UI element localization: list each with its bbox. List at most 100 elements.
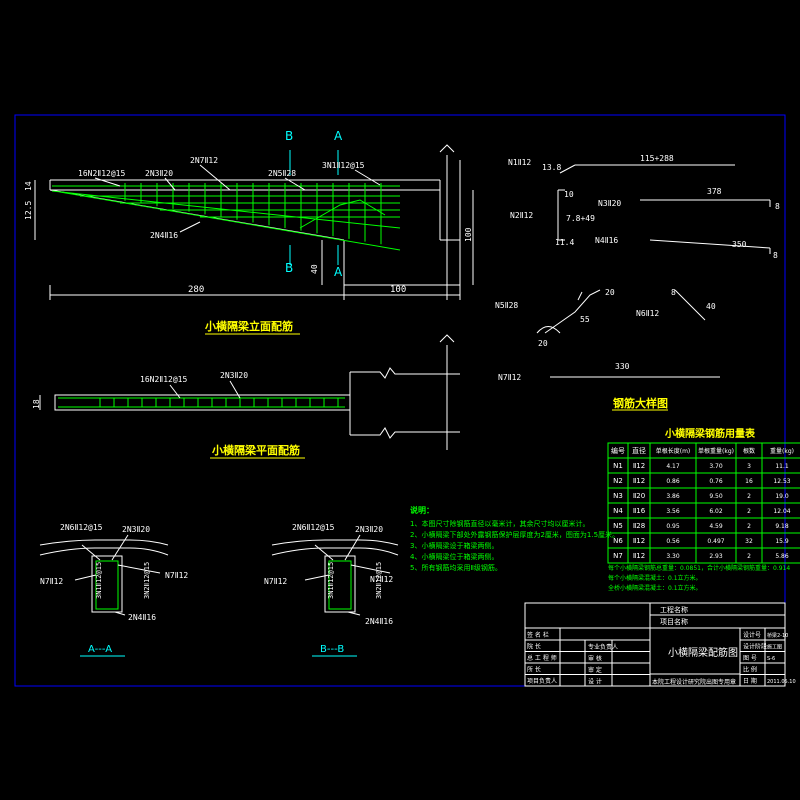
table-cell: 3.86 [666, 493, 680, 500]
tb-right-value: 施工图 [767, 644, 782, 651]
bb-n3: 2N3Ⅱ20 [355, 525, 383, 534]
tb-left-label: 项目负责人 [527, 677, 557, 685]
tb-right-key: 图 号 [743, 655, 757, 662]
dim-12-5: 12.5 [24, 201, 33, 220]
tb-bottom-note: 本院工程设计研究院出图专用章 [652, 678, 736, 686]
label-plan-n3: 2N3Ⅱ20 [220, 371, 248, 380]
aa-n2: 3N2Ⅱ12@15 [143, 562, 151, 599]
table-cell: N1 [613, 462, 623, 470]
table-cell: Ⅱ16 [633, 507, 646, 515]
table-cell: 3 [747, 463, 751, 470]
aa-n1: 3N1Ⅱ12@15 [95, 562, 103, 599]
bb-n7-left: N7Ⅱ12 [264, 577, 287, 586]
section-aa-labels: 2N6Ⅱ12@15 2N3Ⅱ20 N7Ⅱ12 N7Ⅱ12 3N1Ⅱ12@15 3… [40, 523, 188, 657]
label-n2-b: 7.8+49 [566, 214, 595, 223]
dim-14: 14 [24, 181, 33, 191]
table-cell: 4.17 [666, 463, 680, 470]
table-cell: Ⅱ20 [633, 492, 645, 500]
section-label-a-top: A [334, 129, 343, 143]
title-block-text: 工程名称 项目名称 小横隔梁配筋图 本院工程设计研究院出图专用章 签 名 栏院 … [527, 605, 796, 686]
aa-n7-right: N7Ⅱ12 [165, 571, 188, 580]
label-elev-n1: 3N1Ⅱ12@15 [322, 161, 365, 170]
table-cell: Ⅱ12 [633, 462, 645, 470]
label-n6-b: 40 [706, 302, 716, 311]
label-n2-c: 11.4 [555, 238, 574, 247]
label-elev-n7: 2N7Ⅱ12 [190, 156, 218, 165]
tb-mid-label: 设 计 [588, 678, 602, 686]
note-3: 3、小横隔梁设于箱梁两侧。 [410, 541, 498, 550]
tb-drawing-title: 小横隔梁配筋图 [668, 646, 738, 659]
table-cell: 9.18 [775, 523, 789, 530]
table-title: 小横隔梁钢筋用量表 [664, 427, 756, 440]
table-cell: N7 [613, 552, 623, 560]
tb-right-key: 日 期 [743, 677, 757, 685]
plan-title: 小横隔梁平面配筋 [211, 443, 300, 457]
label-n7-a: 330 [615, 362, 630, 371]
table-cell: 3.70 [709, 463, 723, 470]
table-note-2: 每个小横隔梁混凝土：0.1立方米。 [608, 574, 702, 582]
table-header-cell: 单根重量(kg) [698, 447, 734, 455]
table-cell: 3.56 [666, 508, 680, 515]
bb-n7-right: N7Ⅱ12 [370, 575, 393, 584]
tb-mid-label: 审 核 [588, 655, 602, 663]
tb-right-key: 设计号 [743, 631, 761, 639]
dim-40: 40 [310, 264, 319, 274]
section-bb-labels: 2N6Ⅱ12@15 2N3Ⅱ20 N7Ⅱ12 N7Ⅱ12 3N1Ⅱ12@15 3… [264, 523, 393, 657]
note-4: 4、小横隔梁位于箱梁两侧。 [410, 552, 498, 561]
label-n5-c: 20 [538, 339, 548, 348]
label-elev-n3: 2N3Ⅱ20 [145, 169, 173, 178]
label-n1-b: 115+288 [640, 154, 674, 163]
section-label-a-bottom: A [334, 265, 343, 279]
table-cell: Ⅱ12 [633, 552, 645, 560]
note-2: 2、小横隔梁下部处外露钢筋保护层厚度为2厘米，图面为1.5厘米。 [410, 530, 619, 539]
aa-n6: 2N6Ⅱ12@15 [60, 523, 103, 532]
table-cell: N4 [613, 507, 623, 515]
elevation-view [34, 144, 474, 300]
table-cell: 2 [747, 508, 751, 515]
tb-left-label: 签 名 栏 [527, 631, 549, 639]
table-cell: 0.95 [666, 523, 680, 530]
dim-18: 18 [32, 399, 41, 409]
table-cell: 3.30 [666, 553, 680, 560]
tb-project: 工程名称 [660, 605, 688, 614]
table-grid [607, 442, 800, 564]
label-n4-b: 8 [773, 251, 778, 260]
label-n4-a: 350 [732, 240, 747, 249]
label-plan-n2: 16N2Ⅱ12@15 [140, 375, 187, 384]
label-n1: N1Ⅱ12 [508, 158, 531, 167]
table-cell: 19.0 [775, 493, 789, 500]
tb-left-label: 所 长 [527, 666, 541, 674]
label-n3-b: 8 [775, 202, 780, 211]
label-n6: N6Ⅱ12 [636, 309, 659, 318]
drawing-frame [14, 114, 786, 687]
table-header-cell: 直径 [632, 446, 646, 455]
dim-100-vertical: 100 [464, 227, 473, 242]
table-cell: 2.93 [709, 553, 723, 560]
table-note-1: 每个小横隔梁钢筋总重量：0.0851，合计小横隔梁钢筋重量：0.914 [608, 564, 790, 572]
section-aa [39, 534, 169, 616]
section-aa-title: A---A [88, 644, 112, 655]
table-cell: 2 [747, 523, 751, 530]
label-elev-n5: 2N5Ⅱ28 [268, 169, 296, 178]
table-cell: Ⅱ12 [633, 537, 645, 545]
rebar-details [536, 164, 771, 378]
table-cell: Ⅱ12 [633, 477, 645, 485]
details-title: 钢筋大样图 [613, 396, 668, 410]
table-note-3: 全桥小横隔梁混凝土：0.1立方米。 [608, 584, 702, 592]
label-n2-a: 10 [564, 190, 574, 199]
tb-right-value: 桥梁2-10 [767, 632, 788, 639]
dim-280: 280 [188, 285, 204, 295]
table-cell: N5 [613, 522, 623, 530]
table-cell: 5.86 [775, 553, 789, 560]
label-n5-b: 55 [580, 315, 590, 324]
bb-n6: 2N6Ⅱ12@15 [292, 523, 335, 532]
table-header-cell: 根数 [743, 447, 755, 455]
table-cell: 0.76 [709, 478, 723, 485]
tb-left-label: 院 长 [527, 643, 541, 651]
plan-view [39, 334, 460, 450]
label-n4: N4Ⅱ16 [595, 236, 618, 245]
note-5: 5、所有钢筋均采用Ⅱ级钢筋。 [410, 563, 502, 572]
table-header-cell: 单根长度(m) [656, 447, 691, 455]
